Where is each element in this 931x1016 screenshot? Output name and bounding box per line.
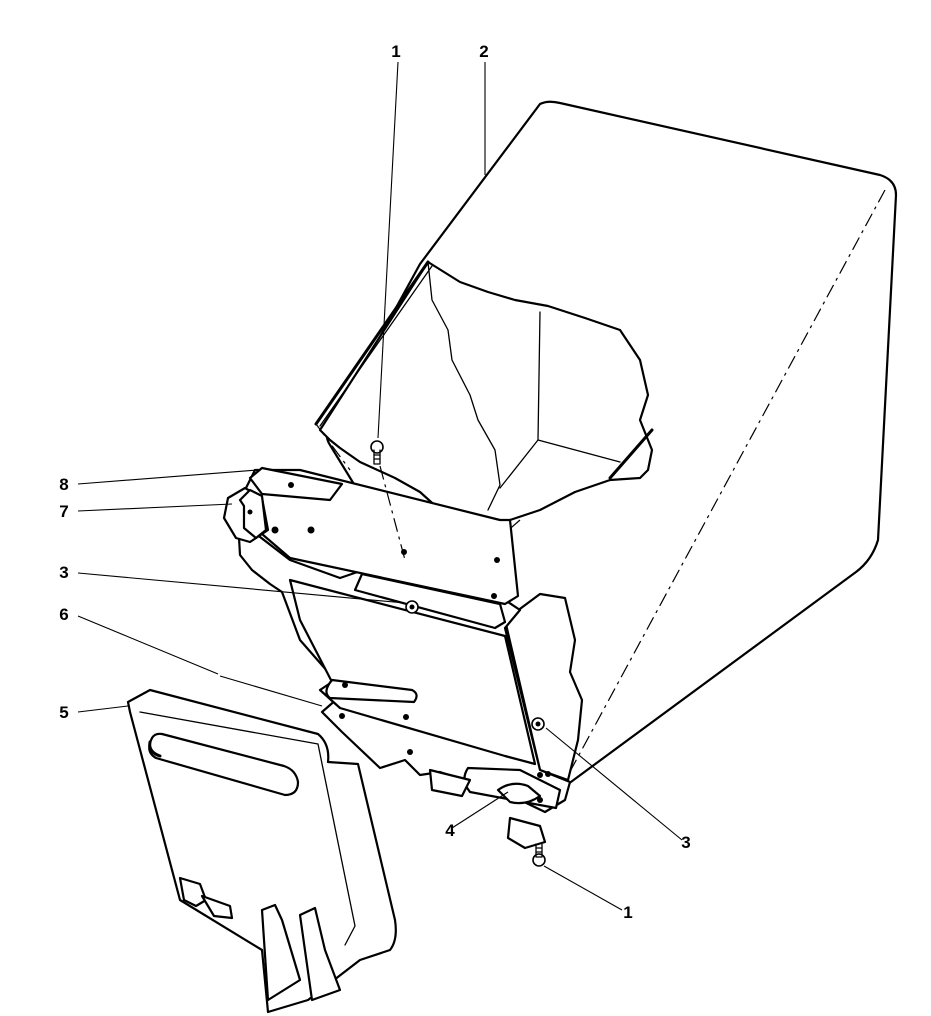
callout-2: 2 [479,42,488,61]
bolt-bottom [532,843,546,867]
callout-8: 8 [59,475,68,494]
callout-4: 4 [445,821,455,840]
nut-left [405,600,419,614]
hinged-flap [126,688,397,1014]
mounting-bracket [222,466,584,850]
nut-right [531,717,545,731]
bumper-plate [238,488,268,540]
callout-3-right: 3 [681,833,690,852]
callout-6: 6 [59,605,68,624]
callout-1-bottom: 1 [623,903,632,922]
callout-7: 7 [59,502,68,521]
callout-1-top: 1 [391,42,400,61]
leader-lines [77,61,683,911]
bolt-top [370,440,384,465]
callout-3-left: 3 [59,563,68,582]
callout-5: 5 [59,703,68,722]
callout-labels: 1 2 8 7 3 6 5 4 3 1 [59,42,690,922]
